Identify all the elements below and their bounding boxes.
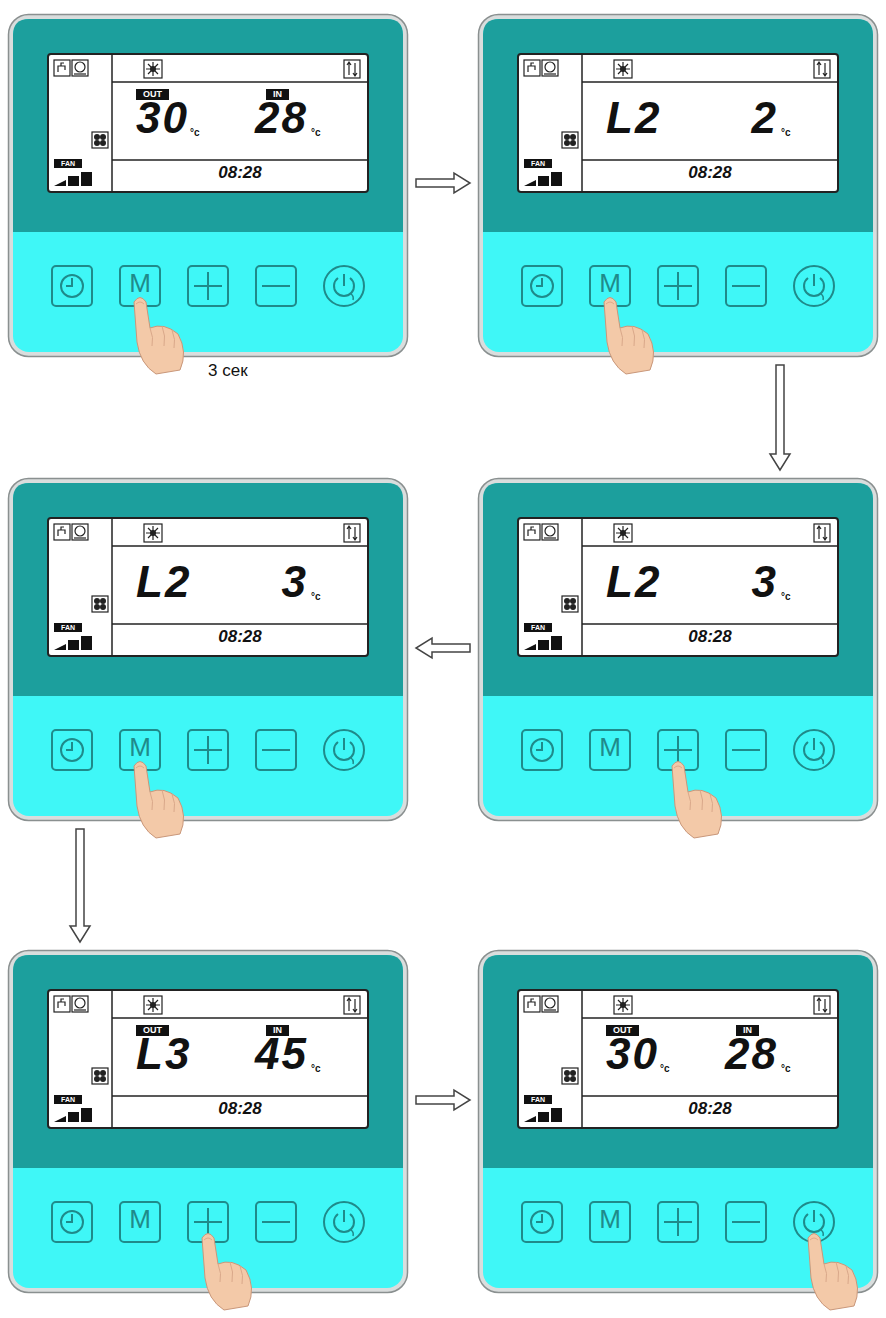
button-label: M [129, 1206, 151, 1232]
display-value: 28 [255, 96, 308, 140]
controller-panel: OUTIN30°c28°c08:28FANM [8, 14, 408, 357]
fan-tag: FAN [54, 159, 82, 168]
clock-readout: 08:28 [688, 1100, 731, 1117]
display-value: 45 [255, 1032, 308, 1076]
fan-tag: FAN [524, 159, 552, 168]
flow-arrow [70, 829, 90, 942]
display-value: 28 [725, 1032, 778, 1076]
display-value: 2 [752, 96, 778, 140]
unit-mark: °c [781, 1064, 791, 1074]
display-value: L2 [606, 96, 661, 140]
controller-panel: L2 3°c 08:28 FAN M [478, 478, 878, 821]
clock-readout: 08:28 [218, 1100, 261, 1117]
fan-tag: FAN [524, 1095, 552, 1104]
clock-readout: 08:28 [218, 164, 261, 181]
button-label: M [129, 734, 151, 760]
flow-arrow [770, 365, 790, 470]
controller-panel: L2 2°c 08:28 FAN M [478, 14, 878, 357]
display-value: L2 [606, 560, 661, 604]
fan-tag: FAN [54, 1095, 82, 1104]
display-value: L2 [136, 560, 191, 604]
button-label: M [599, 270, 621, 296]
button-label: M [599, 1206, 621, 1232]
controller-panel: OUTIN30°c28°c08:28FANM [478, 950, 878, 1293]
flow-arrow [416, 638, 470, 658]
unit-mark: °c [311, 592, 321, 602]
unit-mark: °c [311, 128, 321, 138]
display-value: 30 [136, 96, 189, 140]
clock-readout: 08:28 [688, 164, 731, 181]
clock-readout: 08:28 [218, 628, 261, 645]
controller-panel: L2 3°c 08:28 FAN M [8, 478, 408, 821]
unit-mark: °c [311, 1064, 321, 1074]
unit-mark: °c [781, 128, 791, 138]
fan-tag: FAN [54, 623, 82, 632]
fan-tag: FAN [524, 623, 552, 632]
unit-mark: °c [190, 128, 200, 138]
display-value: 3 [282, 560, 308, 604]
controller-panel: OUTINL345°c08:28FANM [8, 950, 408, 1293]
unit-mark: °c [660, 1064, 670, 1074]
display-value: L3 [136, 1032, 191, 1076]
display-value: 3 [752, 560, 778, 604]
unit-mark: °c [781, 592, 791, 602]
flow-arrow [416, 1090, 470, 1110]
hold-time-note: 3 сек [208, 362, 248, 379]
clock-readout: 08:28 [688, 628, 731, 645]
button-label: M [129, 270, 151, 296]
display-value: 30 [606, 1032, 659, 1076]
flow-arrow [416, 173, 470, 193]
button-label: M [599, 734, 621, 760]
